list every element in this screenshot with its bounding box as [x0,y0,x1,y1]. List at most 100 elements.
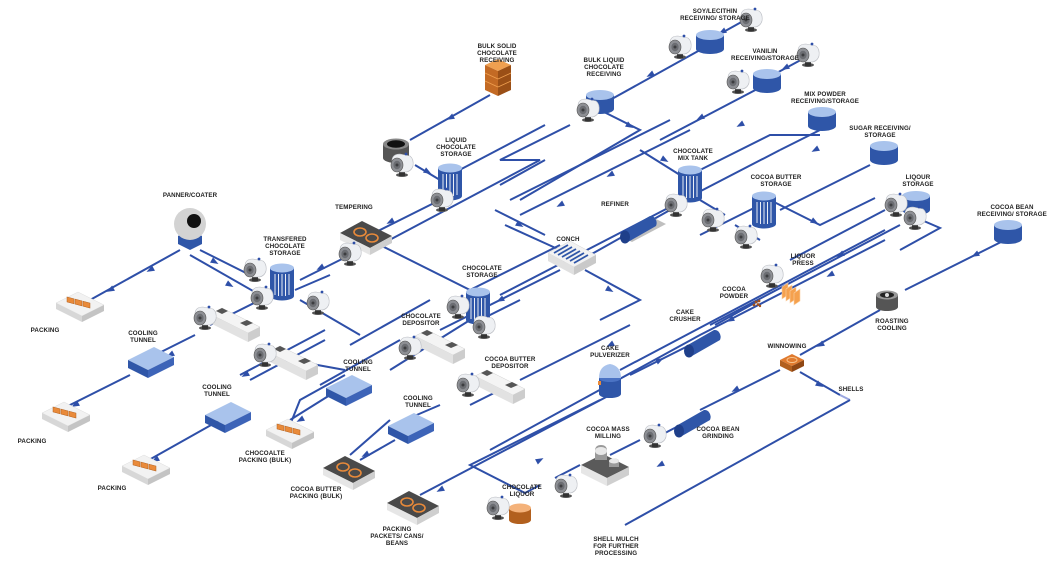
label-line: COCOA BEAN [696,426,739,433]
conch-icon [547,240,597,275]
label-winnowing: WINNOWING [767,343,806,350]
label-line: LIQOUR [906,174,931,181]
roaster-icon [876,290,898,311]
label-packing-2: PACKING [18,438,47,445]
label-line: STORAGE [760,181,791,188]
melter-icon [383,138,409,163]
label-line: COOLING [403,395,433,402]
coater-drum-icon [174,208,206,250]
label-line: COCOA BUTTER [485,356,536,363]
label-line: SHELL MULCH [593,536,639,543]
label-line: RECEIVING/ STORAGE [977,211,1047,218]
label-line: PANNER/COATER [163,192,218,199]
label-line: TUNNEL [345,366,371,373]
label-line: PACKETS/ CANS/ [370,533,423,540]
label-line: BULK LIQUID [584,57,625,64]
cake-crusher-icon [684,329,721,358]
chocolate-liquor-tank-icon [509,503,531,524]
label-line: CHOCOLATE [462,265,502,272]
label-line: SUGAR RECEIVING/ [849,125,911,132]
label-line: BULK SOLID [478,43,517,50]
label-line: TEMPERING [335,204,373,211]
pump-icon [760,263,784,289]
label-conch: CONCH [556,236,580,243]
pump-icon [884,192,908,218]
label-line: VANILIN [753,48,778,55]
label-line: DEPOSITOR [402,320,440,327]
refiner-roller-icon [620,215,666,244]
label-line: LIQUID [445,137,467,144]
pump-icon [398,335,422,361]
label-line: RECEIVING/ STORAGE [680,15,750,22]
label-line: PACKING [18,438,47,445]
pump-icon [486,495,510,521]
mill-icon [581,445,629,486]
pump-icon [193,305,217,331]
label-line: CHOCOLATE [502,484,542,491]
label-line: COCOA BUTTER [751,174,802,181]
label-line: CHOCOLATE [477,50,517,57]
label-line: CHOCOLATE [584,64,624,71]
pump-icon [446,294,470,320]
cooling-tunnel-icon [326,375,372,406]
pump-icon [734,224,758,250]
cooling-tunnel-icon [128,347,174,378]
label-line: PACKING [383,526,412,533]
label-line: TUNNEL [130,337,156,344]
liquor-press-icon [781,282,801,306]
winnower-icon [780,354,804,372]
label-line: PULVERIZER [590,352,630,359]
chocolate-depositor-icon [414,329,466,365]
pump-icon [903,205,927,231]
cocoa-powder-icon [752,299,762,308]
label-line: COCOA [722,286,746,293]
label-line: BEANS [386,540,408,547]
pump-icon [472,314,496,340]
pump-icon [664,192,688,218]
label-line: STORAGE [902,181,933,188]
vanilin-tank-icon [753,69,781,93]
label-line: COOLING [128,330,158,337]
label-tempering: TEMPERING [335,204,373,211]
label-line: MIX POWDER [804,91,846,98]
label-line: RECEIVING/STORAGE [791,98,859,105]
packing-packets-icon [386,490,440,526]
label-line: TUNNEL [204,391,230,398]
label-line: LIQUOR [791,253,816,260]
label-packing-1: PACKING [31,327,60,334]
label-line: CHOCOLATE [265,243,305,250]
label-line: RECEIVING/STORAGE [731,55,799,62]
pump-icon [701,207,725,233]
label-line: PRESS [792,260,813,267]
label-line: CHOCOALTE [245,450,285,457]
label-line: STORAGE [440,151,471,158]
label-line: COOLING [343,359,373,366]
label-line: FOR FURTHER [593,543,639,550]
pump-icon [338,241,362,267]
label-line: CAKE [676,309,694,316]
transfered-storage-tank-icon [269,263,295,301]
label-line: ROASTING [875,318,909,325]
packing-tray-icon [121,454,171,486]
